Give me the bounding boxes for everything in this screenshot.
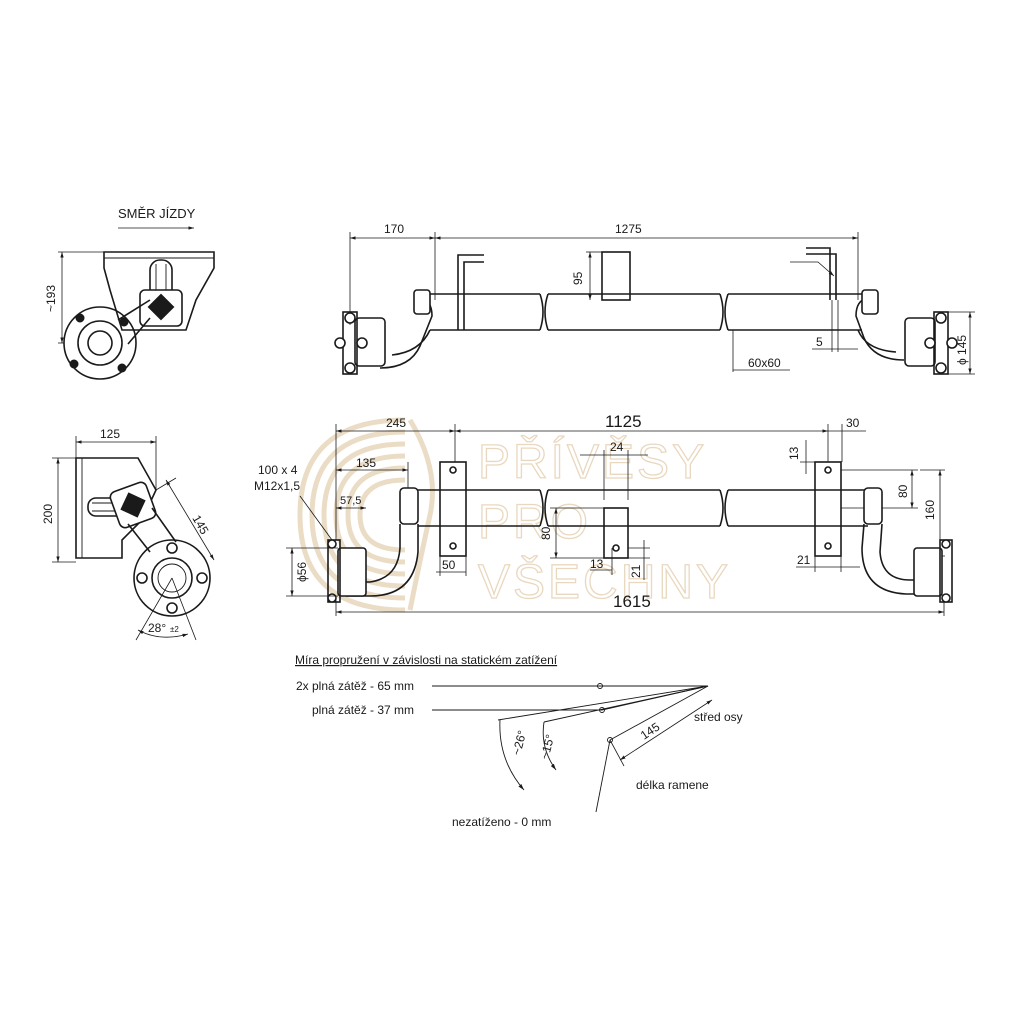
- dim-5: 5: [816, 335, 823, 349]
- dim-arm-145: 145: [189, 513, 211, 538]
- suspension-title: Míra propružení v závislosti na statické…: [295, 653, 558, 667]
- side-view-top: SMĚR JÍZDY ~193: [44, 206, 215, 380]
- dim-21-right: 21: [797, 553, 811, 567]
- dim-135: 135: [356, 456, 376, 470]
- dim-80-right: 80: [896, 484, 910, 498]
- dim-21-center: 21: [629, 564, 643, 578]
- dim-24: 24: [610, 440, 624, 454]
- watermark-logo: PŘÍVĚSY PRO VŠECHNY: [297, 417, 731, 613]
- watermark-line-1: PŘÍVĚSY: [478, 436, 707, 489]
- dim-13-bottom: 13: [590, 557, 604, 571]
- bolt-pattern: 100 x 4: [258, 463, 298, 477]
- dim-1125: 1125: [605, 412, 642, 431]
- dim-phi-56: ϕ56: [295, 562, 309, 582]
- angle-26: ~26°: [509, 729, 529, 757]
- top-view-axle: 170 1275 95: [334, 222, 975, 375]
- dim-1275: 1275: [615, 222, 642, 236]
- suspension-diagram: Míra propružení v závislosti na statické…: [295, 653, 743, 829]
- angle-15: ~15°: [537, 733, 557, 761]
- row-full-load: plná zátěž - 37 mm: [312, 703, 414, 717]
- dim-200: 200: [41, 504, 55, 524]
- arm-length-label: délka ramene: [636, 778, 709, 792]
- watermark-line-2: PRO: [478, 496, 591, 549]
- dim-80-left: 80: [539, 526, 553, 540]
- dim-245: 245: [386, 416, 406, 430]
- row-unloaded: nezatíženo - 0 mm: [452, 815, 551, 829]
- dim-30: 30: [846, 416, 860, 430]
- dim-170: 170: [384, 222, 404, 236]
- dim-160: 160: [923, 500, 937, 520]
- dim-13-top: 13: [787, 446, 801, 460]
- dim-phi-145: ϕ 145: [955, 335, 969, 365]
- dim-57-5: 57,5: [340, 495, 361, 507]
- direction-label: SMĚR JÍZDY: [118, 206, 196, 221]
- side-view-bottom: 125 200 145 28° ±2: [41, 427, 215, 641]
- dim-125: 125: [100, 427, 120, 441]
- front-view-axle: 245 1125 30 135 57,5 24 13: [254, 412, 953, 616]
- axis-center-label: střed osy: [694, 710, 743, 724]
- watermark-line-3: VŠECHNY: [478, 555, 731, 609]
- bolt-thread: M12x1,5: [254, 479, 300, 493]
- row-double-load: 2x plná zátěž - 65 mm: [296, 679, 414, 693]
- dim-193: ~193: [44, 285, 58, 312]
- dim-60x60: 60x60: [748, 356, 781, 370]
- dim-angle-28: 28°: [148, 621, 166, 635]
- dim-1615: 1615: [613, 592, 651, 611]
- dim-50: 50: [442, 558, 456, 572]
- dim-95: 95: [571, 271, 585, 285]
- dim-angle-tolerance: ±2: [170, 625, 179, 634]
